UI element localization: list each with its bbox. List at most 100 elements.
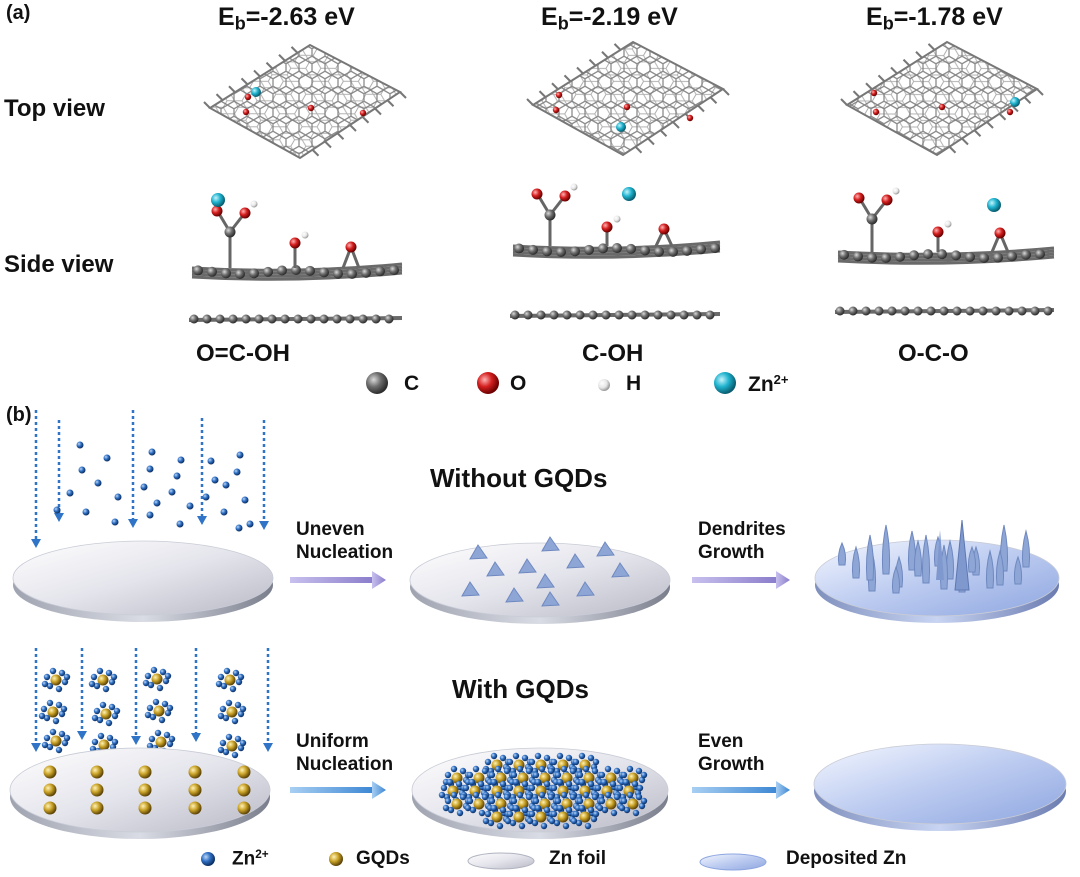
zinc-ion-dot	[506, 784, 514, 792]
zinc-ion-dot	[481, 793, 489, 801]
gqd-dot	[188, 801, 202, 815]
carbon-atom	[979, 252, 989, 263]
legend-zn-foil-label: Zn foil	[549, 848, 606, 869]
carbon-atom	[189, 314, 199, 324]
carbon-atom	[389, 265, 399, 276]
carbon-atom	[848, 306, 858, 316]
zinc-ion-dot	[623, 806, 631, 814]
zinc-ion-dot	[496, 822, 504, 830]
gqd-dot	[43, 783, 57, 797]
zinc-ion-dot	[550, 758, 558, 766]
gqd-dot	[627, 772, 639, 784]
zinc-ion-dot	[506, 758, 514, 766]
legend-deposited-zn-swatch	[699, 853, 767, 871]
carbon-atom	[626, 243, 636, 254]
zinc-ion-dot	[93, 682, 101, 690]
gqd-dot	[43, 801, 57, 815]
oxygen-atom	[531, 188, 543, 200]
zinc-ion-dot	[63, 734, 71, 742]
carbon-atom	[319, 267, 329, 278]
zinc-ion-dot	[61, 739, 69, 747]
zinc-ion-dot	[521, 754, 529, 762]
carbon-atom	[952, 306, 962, 316]
zinc-ion-dot	[225, 699, 233, 707]
zinc-ion-dot	[550, 784, 558, 792]
carbon-atom	[588, 310, 598, 320]
zinc-ion-dot	[55, 746, 63, 754]
zinc-ion-dot	[111, 518, 119, 526]
zinc-ion-dot	[237, 673, 245, 681]
zinc-ion-dot	[41, 680, 49, 688]
zinc-ion-dot	[538, 791, 546, 799]
zinc-ion-dot	[626, 791, 634, 799]
carbon-atom	[542, 246, 552, 257]
zinc-ion-dot	[49, 728, 57, 736]
gqd-dot	[98, 739, 110, 751]
zinc-ion-dot	[525, 767, 533, 775]
dendrite	[921, 534, 931, 584]
zinc-ion-dot	[52, 717, 60, 725]
zinc-ion-dot	[591, 767, 599, 775]
zinc-ion-dot	[472, 791, 480, 799]
down-arrow	[31, 410, 41, 548]
zinc-ion-dot	[168, 735, 176, 743]
zinc-ion-dot	[232, 669, 240, 677]
down-arrow	[263, 648, 273, 752]
zinc-ion-dot	[510, 771, 518, 779]
zinc-ion-dot	[503, 767, 511, 775]
gqd-dot	[627, 798, 639, 810]
oxygen-atom	[870, 89, 878, 97]
process-legend-markers	[201, 852, 767, 871]
zinc-ion-dot	[572, 810, 580, 818]
zinc-ion-dot	[516, 765, 524, 773]
zinc-ion-dot	[543, 754, 551, 762]
zinc-ion-dot	[572, 758, 580, 766]
zinc-ion-dot	[587, 806, 595, 814]
gqd-dot	[100, 708, 112, 720]
carbon-atom	[249, 268, 259, 279]
zinc-ion-dot	[237, 710, 245, 718]
carbon-atom	[835, 306, 845, 316]
zinc-ion-dot	[521, 806, 529, 814]
zinc-ion-dot	[554, 771, 562, 779]
zinc-ion-dot	[631, 780, 639, 788]
zinc-ion-dot	[61, 678, 69, 686]
carbon-atom	[306, 314, 316, 324]
zinc-ion-dot	[499, 754, 507, 762]
binding-energy-label-3: Eb=-1.78 eV	[866, 3, 1003, 34]
carbon-atom	[666, 310, 676, 320]
carbon-atom	[654, 246, 664, 257]
zinc-ion-dot	[509, 819, 517, 827]
down-arrow	[77, 648, 87, 740]
zinc-ion-dot	[82, 508, 90, 516]
zinc-ion-dot	[575, 819, 583, 827]
zinc-ion-dot	[484, 758, 492, 766]
dendrite	[913, 539, 923, 577]
gqd-dot	[561, 772, 573, 784]
zinc-ion-dot	[570, 817, 578, 825]
zinc-ion-dot	[604, 791, 612, 799]
hydrogen-atom	[613, 215, 621, 223]
zinc-ion-dot	[43, 673, 51, 681]
gqd-dot	[451, 798, 463, 810]
zinc-ion-dot	[38, 712, 46, 720]
nucleus-shard	[596, 541, 615, 557]
oxygen-atom	[623, 103, 631, 111]
down-arrow	[259, 420, 269, 530]
carbon-atom	[267, 314, 277, 324]
atom-legend-markers	[366, 372, 736, 394]
carbon-atom	[991, 306, 1001, 316]
nucleus-shard	[576, 581, 595, 597]
zinc-ion-atom	[211, 193, 225, 207]
zinc-ion-dot	[512, 804, 520, 812]
zinc-ion-dot	[229, 685, 237, 693]
top-view-graphene-3	[840, 40, 1044, 157]
zinc-ion-dot	[233, 468, 241, 476]
zinc-ion-dot	[106, 734, 114, 742]
nucleus-shard	[541, 591, 560, 607]
gqd-dot	[188, 765, 202, 779]
nucleus-shard	[611, 562, 630, 578]
zinc-ion-dot	[494, 791, 502, 799]
zinc-ion-atom	[622, 187, 636, 201]
